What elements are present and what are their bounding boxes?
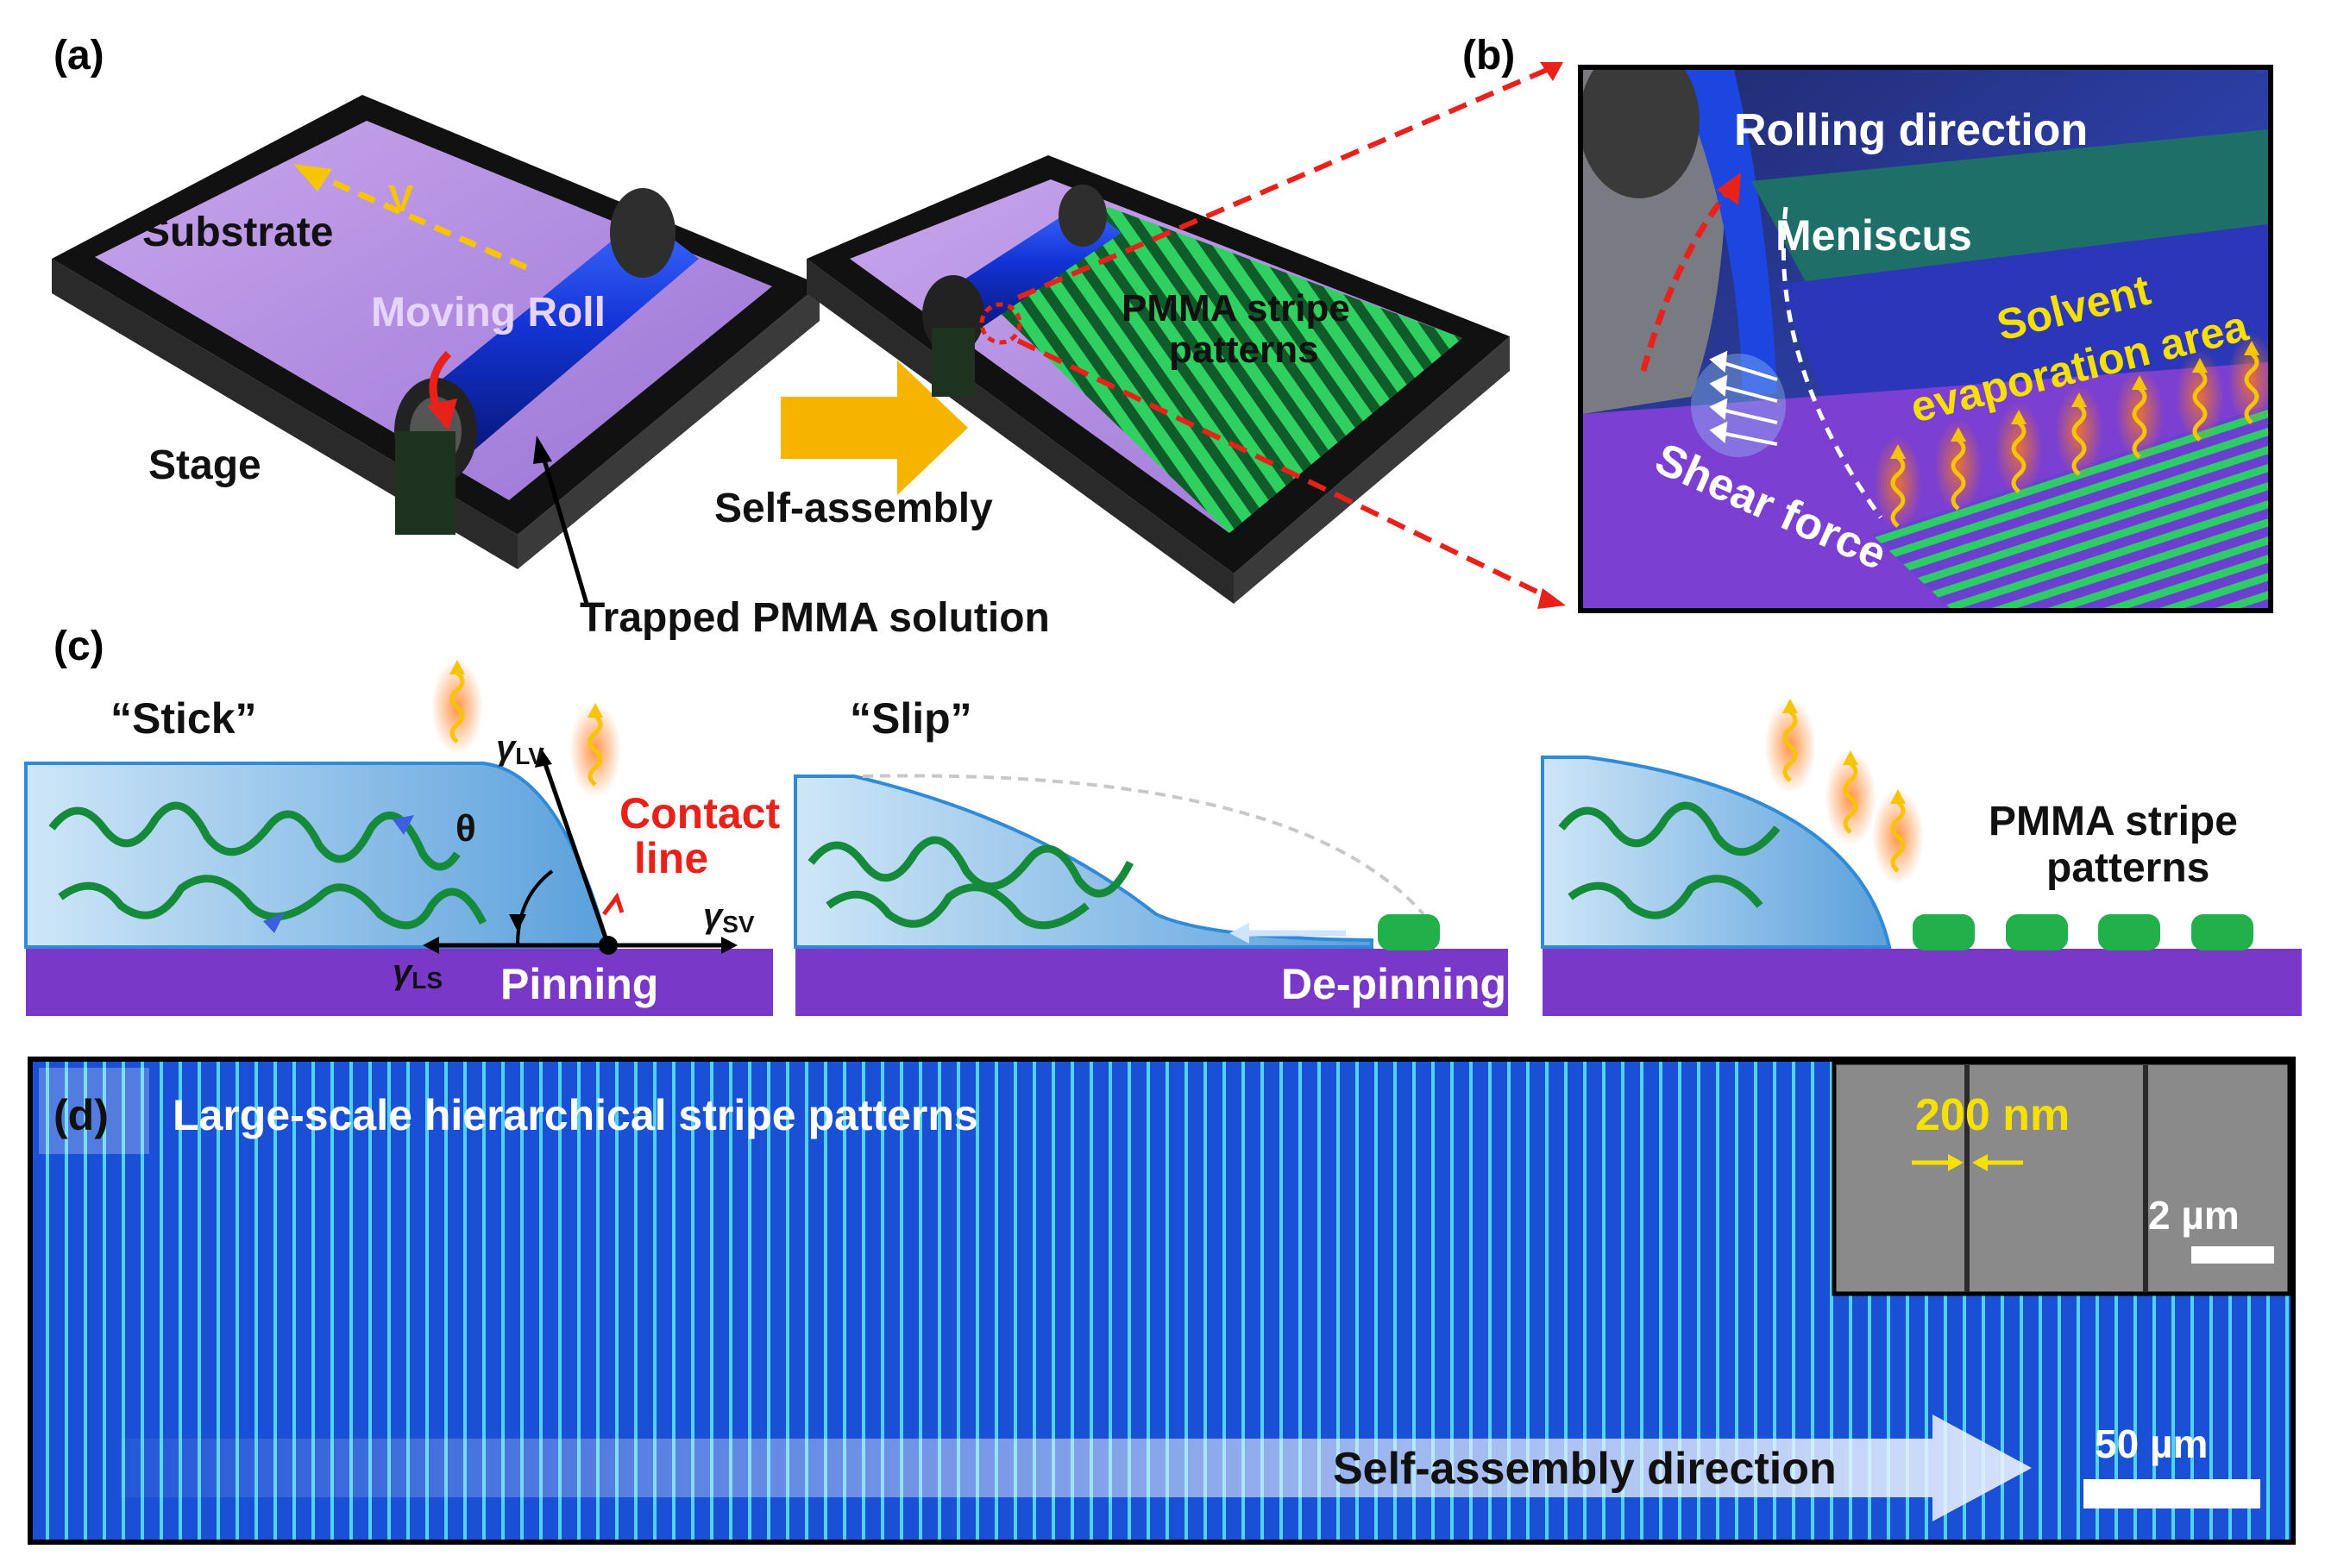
trapped-label: Trapped PMMA solution xyxy=(580,595,1050,641)
slip-label: “Slip” xyxy=(850,694,972,743)
zoom-circle xyxy=(979,302,1022,345)
panel-c-letter: (c) xyxy=(53,624,104,669)
panel-d: (d) Large-scale hierarchical stripe patt… xyxy=(28,1057,2296,1545)
inset-scale-bar xyxy=(2191,1246,2274,1264)
scale-label: 50 µm xyxy=(2095,1421,2208,1466)
gamma-lv-label: γLV xyxy=(496,729,544,769)
panel-d-letter: (d) xyxy=(53,1091,109,1139)
velocity-arrow xyxy=(309,169,528,271)
panel-b: (b) xyxy=(1462,33,2273,613)
moving-roll xyxy=(394,188,699,535)
stripe-label-2: patterns xyxy=(1169,329,1319,371)
rolling-direction-label: Rolling direction xyxy=(1734,105,2088,155)
slip-scene xyxy=(794,774,1508,1016)
theta-label: θ xyxy=(456,807,476,850)
depinning-label: De-pinning xyxy=(1281,960,1506,1008)
stripes-closeup xyxy=(1872,405,2268,608)
inset-size-label: 200 nm xyxy=(1915,1090,2070,1140)
inset-scale-label: 2 µm xyxy=(2148,1193,2240,1238)
zoom-line-top xyxy=(1016,65,1555,300)
sem-inset xyxy=(1832,1060,2292,1296)
panel-a: (a) Substrate V xyxy=(52,33,1566,641)
patterns-label-2: patterns xyxy=(2046,845,2209,891)
stick-label: “Stick” xyxy=(110,694,257,743)
pinning-label: Pinning xyxy=(500,960,658,1008)
droplet-slip xyxy=(794,775,1373,949)
stick-scene xyxy=(24,660,773,1016)
zoom-line-bottom xyxy=(1016,338,1555,602)
velocity-label: V xyxy=(388,178,414,220)
evaporation-arrows xyxy=(1874,332,2268,530)
self-assembly-label: Self-assembly xyxy=(714,486,993,531)
gamma-ls-label: γLS xyxy=(393,953,443,994)
scale-bar xyxy=(2083,1479,2260,1508)
roll-right xyxy=(922,185,1122,397)
stripe-patterns-area xyxy=(971,207,1462,533)
contact-line-1: Contact xyxy=(619,789,780,837)
rolling-arrow xyxy=(1640,187,1732,372)
meniscus-label: Meniscus xyxy=(1775,211,1972,260)
direction-arrow xyxy=(121,1414,2032,1521)
gamma-sv-label: γSV xyxy=(703,897,755,938)
substrate-label: Substrate xyxy=(142,210,333,255)
contact-line-2: line xyxy=(634,834,708,882)
stage-right xyxy=(807,155,1510,604)
substrate-left xyxy=(95,121,772,500)
patterns-scene xyxy=(1541,699,2302,1016)
stripe-label-1: PMMA stripe xyxy=(1122,287,1350,329)
panel-a-letter: (a) xyxy=(53,33,104,78)
moving-roll-label: Moving Roll xyxy=(371,290,606,336)
panel-b-letter: (b) xyxy=(1462,33,1515,78)
direction-label: Self-assembly direction xyxy=(1333,1444,1837,1494)
panel-d-title: Large-scale hierarchical stripe patterns xyxy=(173,1091,978,1139)
stage-left xyxy=(52,95,820,605)
process-arrow xyxy=(781,361,968,495)
stage-label: Stage xyxy=(148,442,261,488)
panel-c: (c) “Stick” θ γLV γSV γLS Contact lin xyxy=(24,624,2302,1016)
patterns-label-1: PMMA stripe xyxy=(1989,799,2238,844)
shear-arrows xyxy=(1691,350,1786,457)
